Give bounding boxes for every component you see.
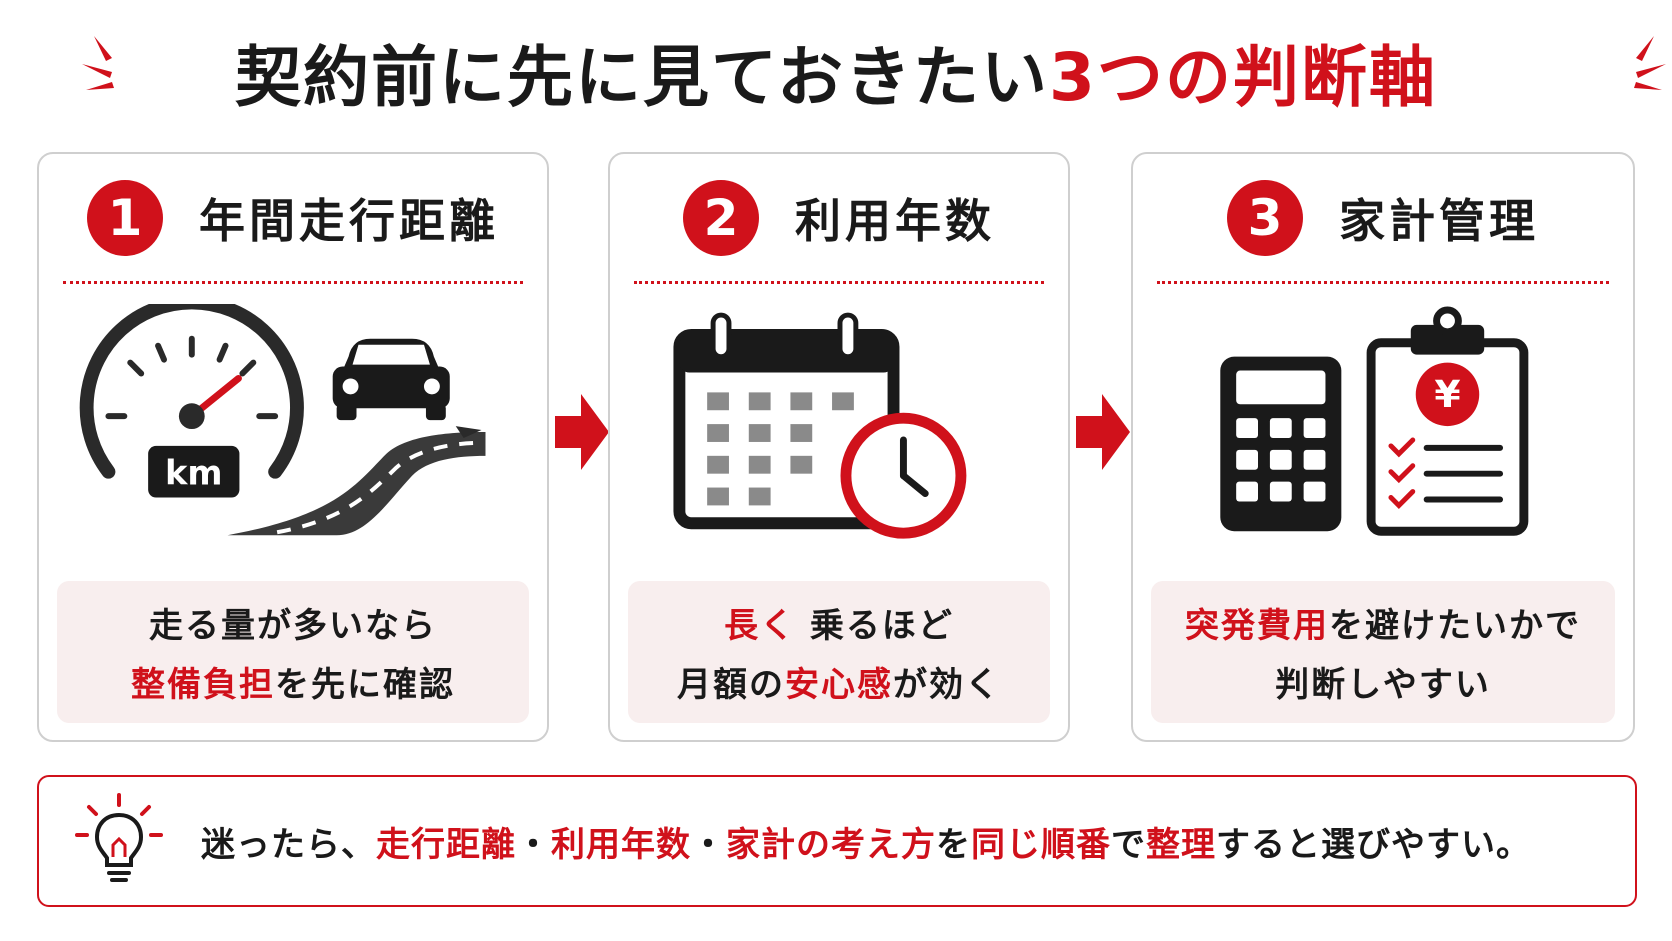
card-header: 3 家計管理 xyxy=(1133,178,1633,258)
unit-km-badge: km xyxy=(165,454,223,493)
page-title: 契約前に先に見ておきたい3つの判断軸 xyxy=(235,24,1437,120)
card-title: 利用年数 xyxy=(795,194,995,248)
step-number-badge: 2 xyxy=(683,180,759,256)
dotted-divider xyxy=(63,281,523,284)
step-number-badge: 1 xyxy=(87,180,163,256)
speedometer-icon xyxy=(79,304,304,498)
card-note: 走る量が多いなら 整備負担を先に確認 xyxy=(57,581,529,723)
card-annual-mileage: 1 年間走行距離 km xyxy=(37,152,549,742)
step-number-badge: 3 xyxy=(1227,180,1303,256)
title-main: 契約前に先に見ておきたい xyxy=(235,39,1050,116)
card-note: 突発費用を避けたいかで 判断しやすい xyxy=(1151,581,1615,723)
arrow-right-icon xyxy=(555,394,609,470)
card-header: 1 年間走行距離 xyxy=(39,178,547,258)
note-line-1: 突発費用を避けたいかで xyxy=(1185,606,1581,646)
clipboard-icon xyxy=(1366,306,1529,536)
tip-box: 迷ったら、走行距離・利用年数・家計の考え方を同じ順番で整理すると選びやすい。 xyxy=(37,775,1637,907)
card-household-budget: 3 家計管理 ¥ xyxy=(1131,152,1635,742)
budget-illustration: ¥ xyxy=(1220,306,1529,536)
note-line-2: 月額の安心感が効く xyxy=(677,665,1001,705)
title-row: 契約前に先に見ておきたい3つの判断軸 xyxy=(0,22,1672,122)
clock-icon xyxy=(840,412,967,539)
card-note: 長く 乗るほど 月額の安心感が効く xyxy=(628,581,1050,723)
dotted-divider xyxy=(634,281,1044,284)
dotted-divider xyxy=(1157,281,1609,284)
yen-symbol: ¥ xyxy=(1434,372,1460,416)
arrow-right-icon xyxy=(1076,394,1130,470)
tip-text: 迷ったら、走行距離・利用年数・家計の考え方を同じ順番で整理すると選びやすい。 xyxy=(201,824,1531,865)
card-usage-years: 2 利用年数 長く 乗るほど 月額の安心感が効く xyxy=(608,152,1070,742)
note-line-1: 長く 乗るほど xyxy=(724,606,954,646)
yen-icon xyxy=(1415,362,1480,427)
mileage-illustration: km xyxy=(79,304,486,536)
car-icon xyxy=(332,338,450,421)
title-highlight: 3つの判断軸 xyxy=(1049,39,1437,116)
calculator-icon xyxy=(1220,356,1342,532)
lightbulb-icon xyxy=(75,793,163,882)
accent-burst-left-icon xyxy=(82,36,114,90)
calendar-illustration xyxy=(673,312,967,539)
road-icon xyxy=(227,426,486,536)
card-title: 年間走行距離 xyxy=(199,194,499,248)
checklist-icon xyxy=(1388,437,1504,509)
card-header: 2 利用年数 xyxy=(610,178,1068,258)
accent-burst-right-icon xyxy=(1634,36,1666,90)
card-title: 家計管理 xyxy=(1339,194,1539,248)
calendar-icon xyxy=(673,312,900,530)
note-line-2: 判断しやすい xyxy=(1275,665,1491,705)
note-line-2: 整備負担を先に確認 xyxy=(131,665,455,705)
note-line-1: 走る量が多いなら xyxy=(149,606,437,646)
